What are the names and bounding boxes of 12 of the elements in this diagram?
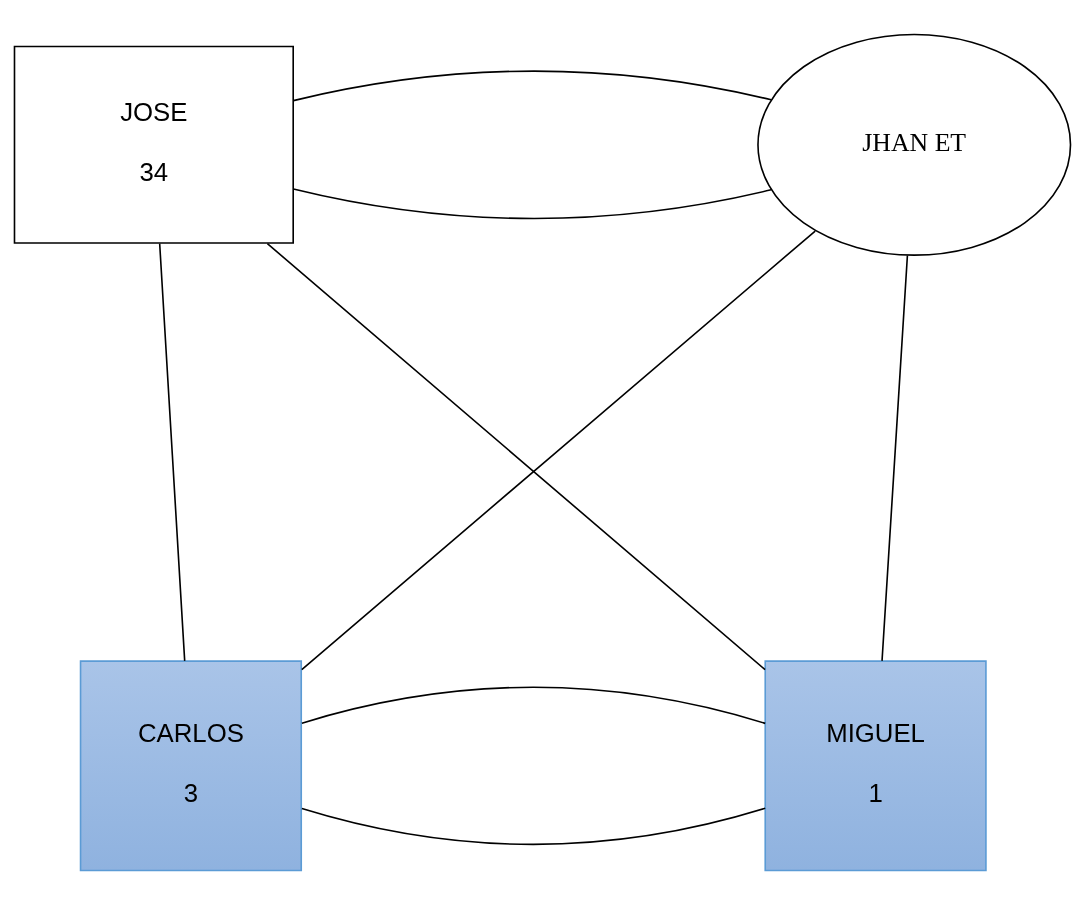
connector	[301, 807, 766, 845]
connector	[881, 254, 909, 662]
connector	[300, 229, 816, 670]
node-box: CARLOS 3	[79, 659, 303, 871]
node-box: MIGUEL 1	[764, 659, 987, 871]
connector	[266, 242, 766, 670]
connector	[292, 187, 772, 219]
connector	[292, 69, 772, 101]
connector	[301, 686, 766, 724]
node-box: JOSE 34	[13, 45, 294, 244]
connector	[158, 242, 186, 662]
node-ellipse: JHAN ET	[757, 33, 1072, 256]
